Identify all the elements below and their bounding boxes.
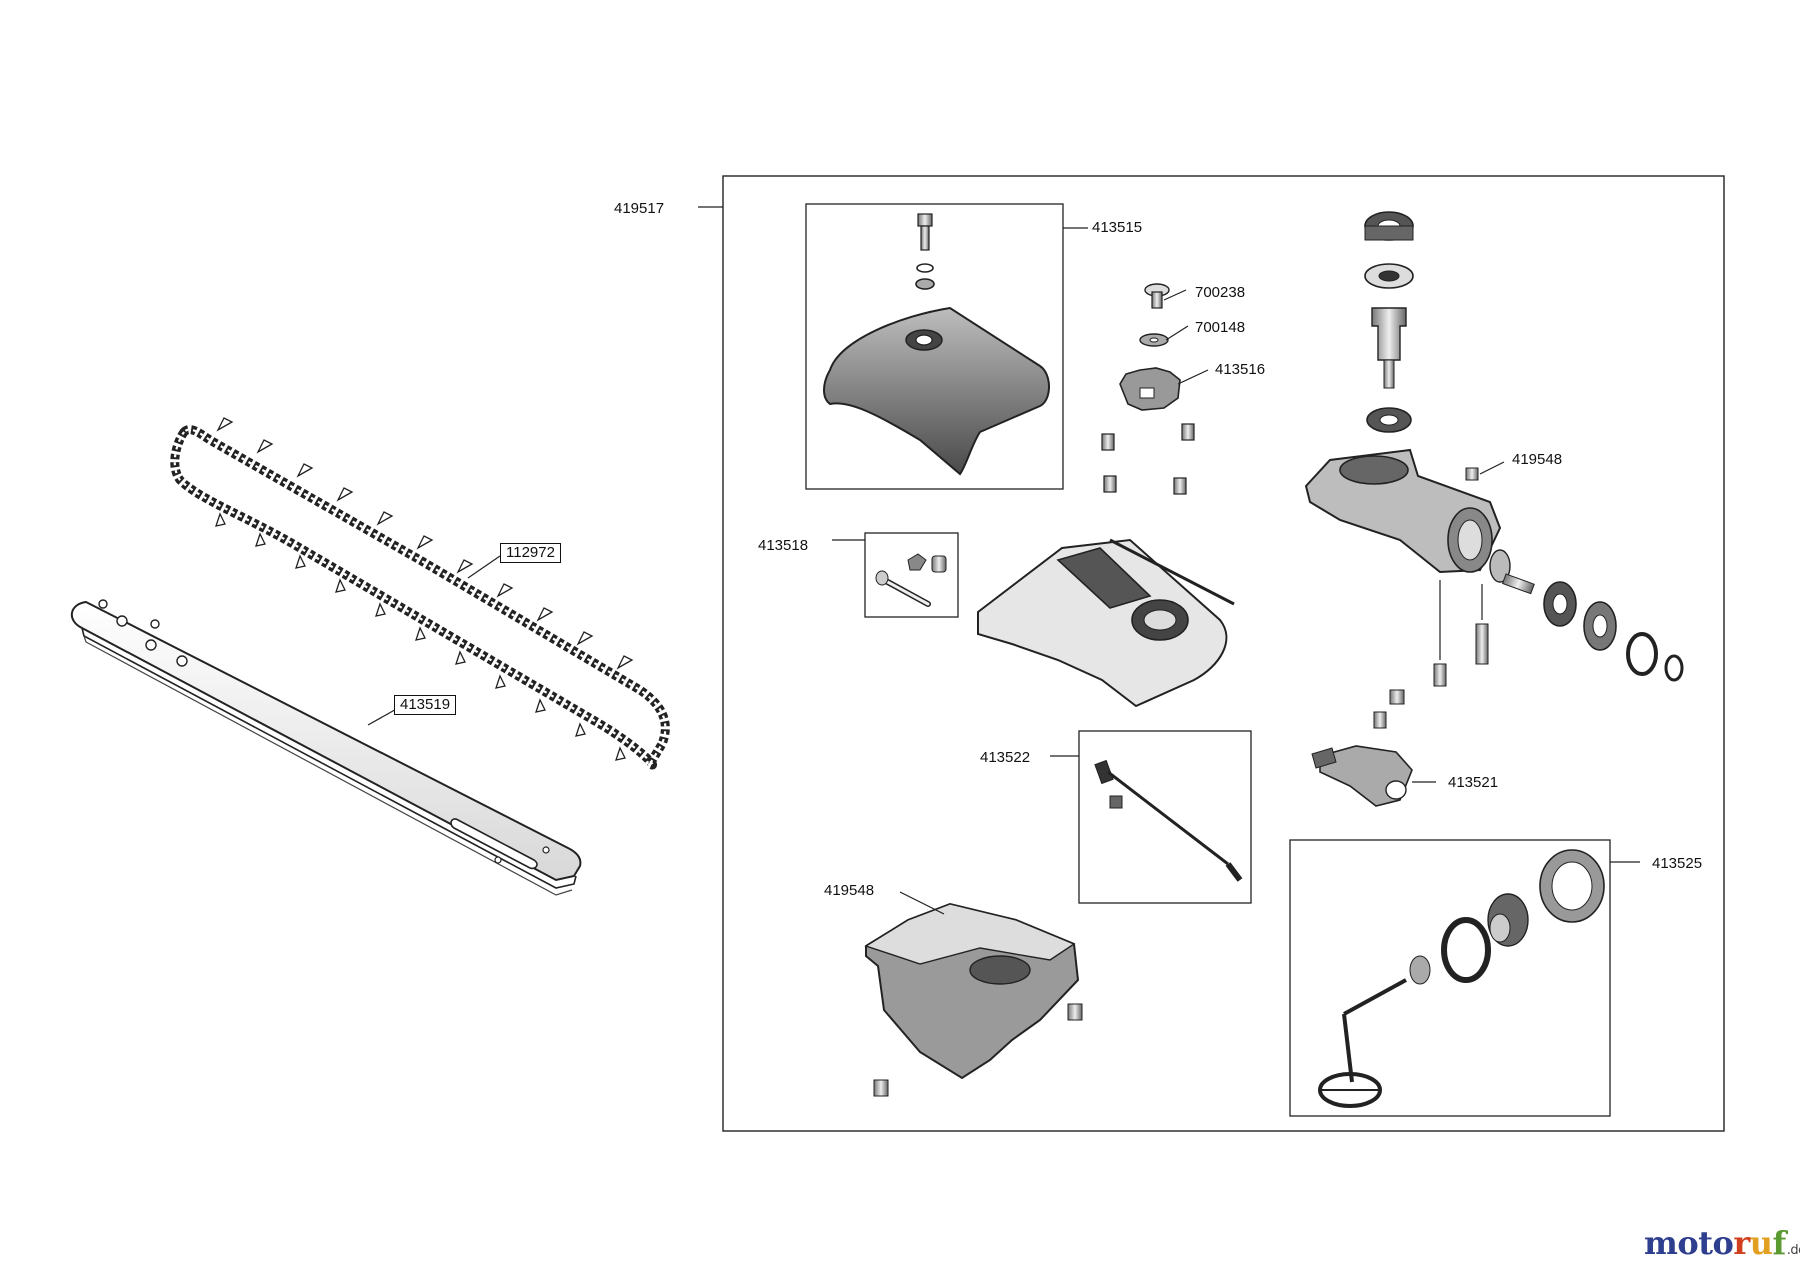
label-413519: 413519 <box>394 695 457 715</box>
label-419548-upper: 419548 <box>1512 451 1563 468</box>
label-419548-lower: 419548 <box>824 882 875 899</box>
saw-chain <box>170 417 670 770</box>
gear-housing <box>1304 448 1502 574</box>
gear-shaft-parts <box>1364 211 1414 433</box>
sprocket-parts <box>1101 283 1195 495</box>
cover-kit-box <box>805 203 1064 490</box>
label-700148: 700148 <box>1195 319 1246 336</box>
pin-kit-box <box>864 532 959 618</box>
label-413521: 413521 <box>1448 774 1499 791</box>
label-413518: 413518 <box>758 537 809 554</box>
chain-tensioner <box>1311 745 1436 807</box>
label-413522: 413522 <box>980 749 1031 766</box>
bar-mount-plate <box>977 538 1235 708</box>
oiler-kit-box <box>1078 730 1252 904</box>
oil-pump-parts <box>1318 849 1605 1108</box>
label-413516: 413516 <box>1215 361 1266 378</box>
label-413525: 413525 <box>1652 855 1703 872</box>
assembly-frame <box>722 175 1725 1132</box>
oil-pump-kit-box <box>1289 839 1611 1117</box>
oiler-parts <box>1094 759 1243 882</box>
output-shaft-parts <box>1373 549 1684 729</box>
lower-housing <box>864 891 1083 1097</box>
pin-parts <box>875 553 947 607</box>
label-419517: 419517 <box>614 200 665 217</box>
cover-parts <box>823 213 1050 476</box>
label-700238: 700238 <box>1195 284 1246 301</box>
guide-bar <box>71 599 582 896</box>
label-413515: 413515 <box>1092 219 1143 236</box>
label-112972: 112972 <box>500 543 561 563</box>
motoruf-logo: motoruf.de <box>1644 1224 1800 1262</box>
